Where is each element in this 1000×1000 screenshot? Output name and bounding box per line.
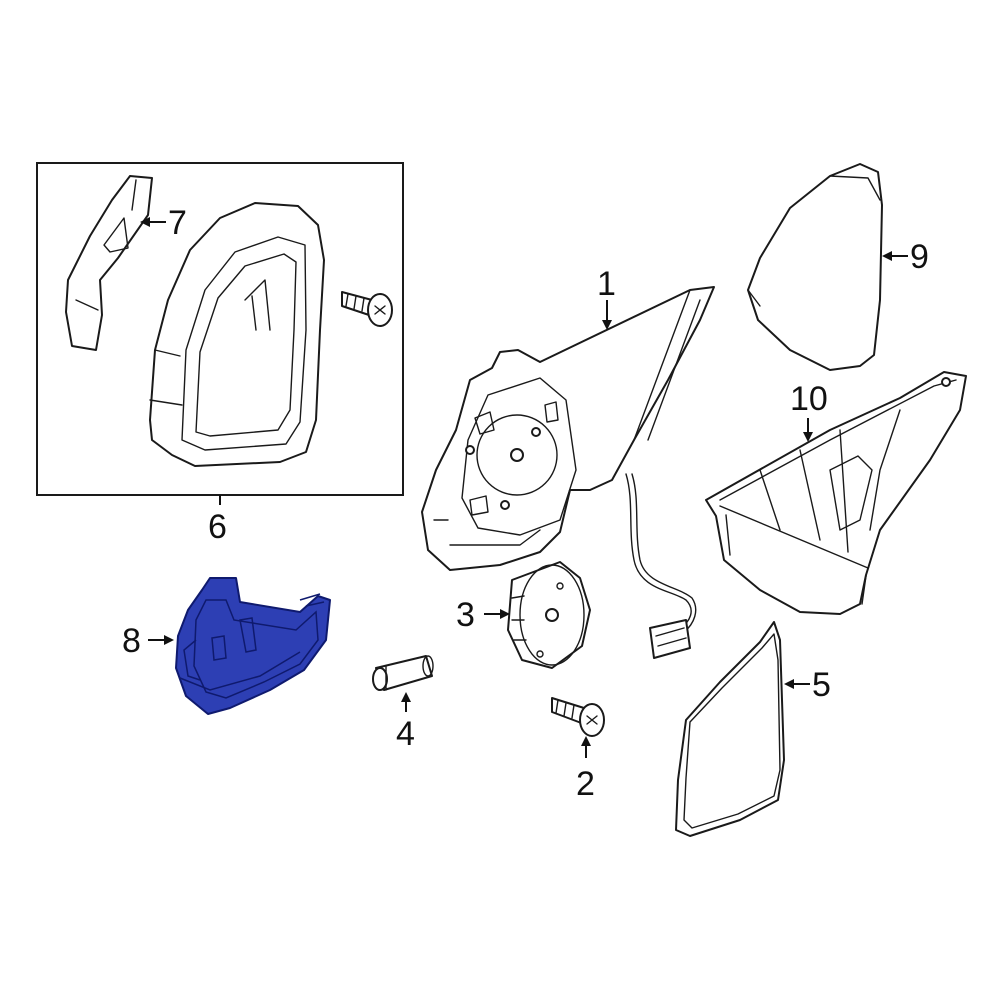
part-5-mirror-glass[interactable] <box>675 621 785 837</box>
callout-7: 7 <box>168 204 187 242</box>
part-6-housing-cover[interactable] <box>149 202 325 467</box>
part-1-mirror-base[interactable] <box>421 286 715 571</box>
callout-10: 10 <box>790 380 828 418</box>
callout-8: 8 <box>122 622 141 660</box>
part-2-screw[interactable] <box>551 697 605 737</box>
callout-4: 4 <box>396 715 415 753</box>
part-3-adjust-motor[interactable] <box>507 561 591 669</box>
part-4-bulb[interactable] <box>372 655 434 691</box>
callout-5: 5 <box>812 666 831 704</box>
callout-9: 9 <box>910 238 929 276</box>
screw-in-group-6[interactable] <box>341 291 393 327</box>
part-8-lower-cover[interactable] <box>175 577 331 715</box>
wiring-harness[interactable] <box>625 473 697 659</box>
callout-3: 3 <box>456 596 475 634</box>
callout-6: 6 <box>208 508 227 546</box>
part-9-cover-cap[interactable] <box>747 163 883 371</box>
part-10-housing-shell[interactable] <box>705 371 967 615</box>
callout-2: 2 <box>576 765 595 803</box>
callout-1: 1 <box>597 265 616 303</box>
part-7-trim-strip[interactable] <box>65 175 153 351</box>
